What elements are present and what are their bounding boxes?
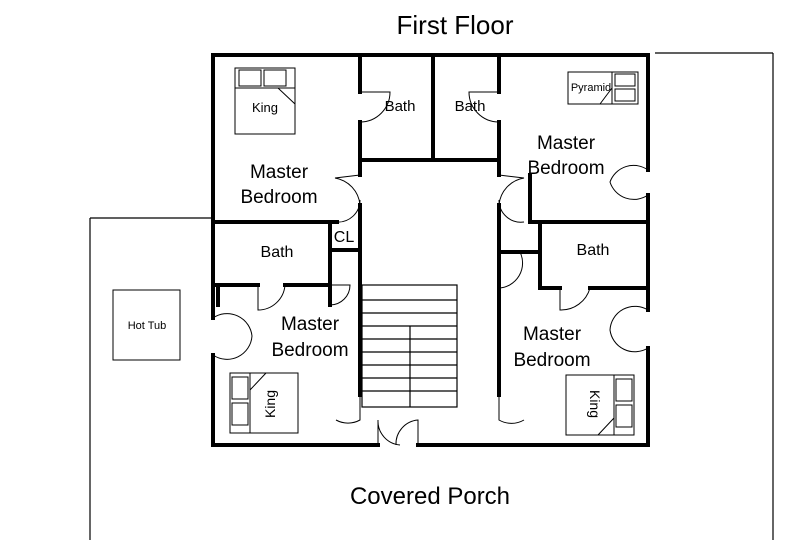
bed-ne bbox=[567, 71, 639, 105]
bed-sw bbox=[229, 372, 299, 434]
closet-label: CL bbox=[334, 229, 355, 246]
interior-walls bbox=[211, 53, 650, 397]
bed-label-sw: King bbox=[262, 390, 278, 418]
bath-mid-left: Bath bbox=[261, 244, 294, 261]
bed-label-se: King bbox=[587, 390, 603, 418]
room-sw-line1: Master bbox=[281, 314, 340, 335]
bed-nw bbox=[234, 67, 296, 135]
staircase bbox=[361, 284, 458, 408]
bed-se bbox=[565, 374, 635, 436]
floor-title: First Floor bbox=[397, 10, 514, 40]
bath-mid-right: Bath bbox=[577, 242, 610, 259]
bath-top-right: Bath bbox=[455, 98, 486, 115]
room-sw-line2: Bedroom bbox=[271, 340, 348, 361]
bed-label-nw: King bbox=[252, 100, 278, 115]
hot-tub bbox=[112, 289, 181, 361]
bath-top-left: Bath bbox=[385, 98, 416, 115]
room-ne-line2: Bedroom bbox=[527, 158, 604, 179]
room-se-line1: Master bbox=[523, 324, 582, 345]
porch-label: Covered Porch bbox=[350, 483, 510, 510]
doors bbox=[212, 91, 649, 446]
exterior-walls bbox=[211, 53, 650, 447]
hot-tub-label: Hot Tub bbox=[128, 320, 167, 332]
bed-label-ne: Pyramid bbox=[571, 82, 611, 94]
room-se-line2: Bedroom bbox=[513, 350, 590, 371]
porch-outline bbox=[89, 52, 774, 540]
room-nw-line2: Bedroom bbox=[240, 187, 317, 208]
room-ne-line1: Master bbox=[537, 133, 596, 154]
room-nw-line1: Master bbox=[250, 162, 309, 183]
